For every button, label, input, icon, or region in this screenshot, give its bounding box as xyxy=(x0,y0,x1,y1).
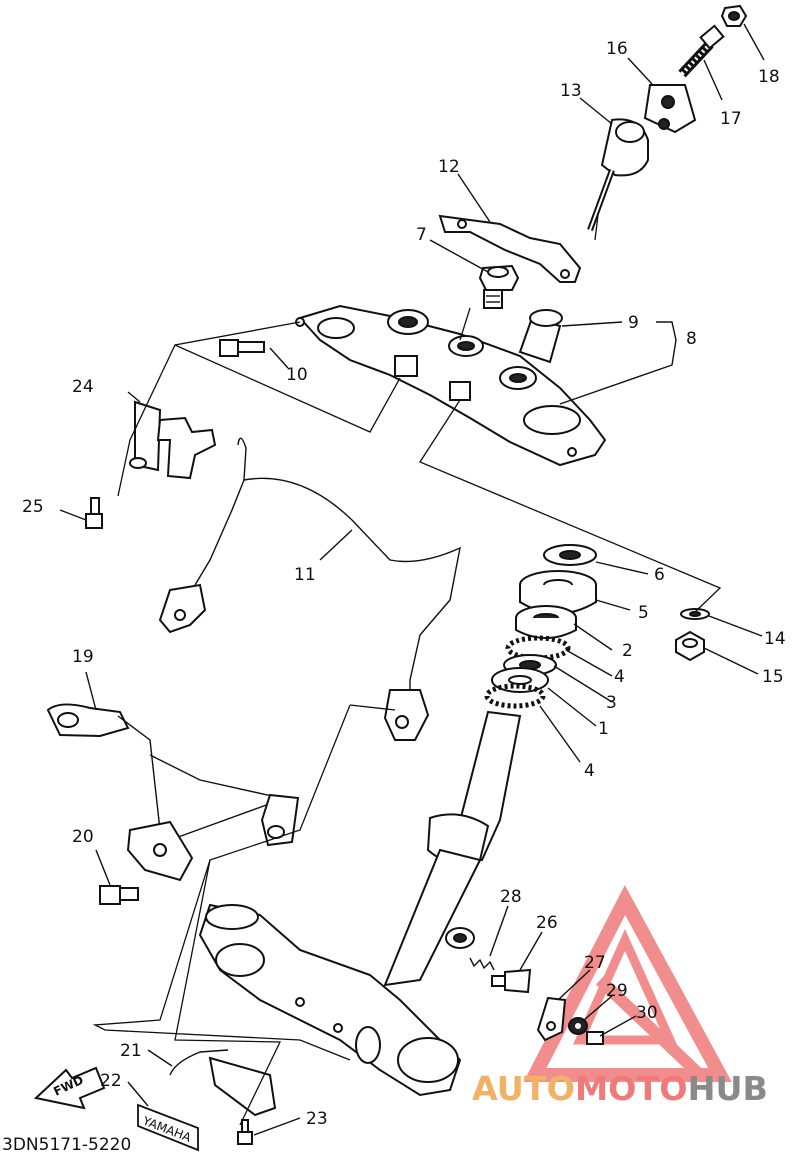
fwd-arrow-icon: FWD xyxy=(33,1066,106,1110)
part-25-screw xyxy=(85,497,103,529)
callout-27: 27 xyxy=(584,953,606,973)
part-9-bushing xyxy=(518,309,563,364)
callout-1: 1 xyxy=(598,719,609,739)
callout-5: 5 xyxy=(638,603,649,623)
part-15-nut xyxy=(675,630,705,662)
part-11-cable xyxy=(158,437,461,741)
callout-7: 7 xyxy=(416,225,427,245)
callout-23: 23 xyxy=(306,1109,328,1129)
part-22-emblem-bracket xyxy=(208,1056,277,1117)
watermark-triangle-logo xyxy=(523,885,732,1082)
part-26-stopper xyxy=(491,968,532,994)
part-23-bolt xyxy=(237,1119,253,1145)
callout-leaders xyxy=(59,23,765,1136)
callout-30: 30 xyxy=(636,1003,658,1023)
callout-28: 28 xyxy=(500,887,522,907)
callout-12: 12 xyxy=(438,157,460,177)
assembly-lines xyxy=(92,214,722,1126)
callout-20: 20 xyxy=(72,827,94,847)
callout-2: 2 xyxy=(622,641,633,661)
watermark-brand-moto: MOTO xyxy=(575,1069,688,1108)
callout-25: 25 xyxy=(22,497,44,517)
callout-4-upper: 4 xyxy=(614,667,625,687)
callout-24: 24 xyxy=(72,377,94,397)
callout-29: 29 xyxy=(606,981,628,1001)
part-4-bearing-upper xyxy=(505,635,571,661)
part-24-bracket xyxy=(129,400,217,480)
part-18-nut xyxy=(720,4,748,27)
callout-10: 10 xyxy=(286,365,308,385)
svg-text:AUTOMOTOHUB: AUTOMOTOHUB xyxy=(472,1069,768,1108)
part-19-stay xyxy=(46,703,300,882)
callout-9: 9 xyxy=(628,313,639,333)
part-27-plate xyxy=(536,996,567,1042)
callout-6: 6 xyxy=(654,565,665,585)
callout-8: 8 xyxy=(686,329,697,349)
part-code: 3DN5171-5220 xyxy=(2,1135,131,1154)
part-12-plate xyxy=(438,214,582,283)
callout-26: 26 xyxy=(536,913,558,933)
watermark-brand-hub: HUB xyxy=(688,1069,768,1108)
callout-19: 19 xyxy=(72,647,94,667)
part-2-race xyxy=(515,605,577,639)
watermark-brand: AUTOMOTOHUB xyxy=(472,1069,768,1108)
part-28-spring xyxy=(469,957,495,971)
yamaha-emblem: YAMAHA xyxy=(137,1103,199,1152)
part-6-ring-nut xyxy=(543,544,597,566)
steering-stem xyxy=(198,710,522,1097)
callout-11: 11 xyxy=(294,565,316,585)
callout-17: 17 xyxy=(720,109,742,129)
part-7-bolt xyxy=(478,264,520,309)
part-29-washer xyxy=(568,1017,588,1035)
part-4-bearing-lower xyxy=(484,683,546,709)
part-14-washer xyxy=(680,608,710,620)
callout-15: 15 xyxy=(762,667,784,687)
part-16-cap xyxy=(643,84,697,134)
part-13-holder xyxy=(587,118,649,232)
callout-3: 3 xyxy=(606,693,617,713)
part-21-clip xyxy=(169,1049,229,1076)
part-20-bolt xyxy=(99,885,139,905)
part-17-bolt xyxy=(678,24,725,78)
callout-22: 22 xyxy=(100,1071,122,1091)
part-8-upper-bracket xyxy=(295,304,607,467)
callout-numbers: 18 16 17 13 12 7 9 8 10 24 25 11 6 5 14 … xyxy=(2,39,786,1154)
callout-16: 16 xyxy=(606,39,628,59)
part-10-bolt xyxy=(219,339,265,357)
watermark-brand-auto: AUTO xyxy=(472,1069,575,1108)
callout-14: 14 xyxy=(764,629,786,649)
callout-21: 21 xyxy=(120,1041,142,1061)
callout-18: 18 xyxy=(758,67,780,87)
callout-4-lower: 4 xyxy=(584,761,595,781)
part-30-screw xyxy=(586,1031,604,1045)
callout-13: 13 xyxy=(560,81,582,101)
